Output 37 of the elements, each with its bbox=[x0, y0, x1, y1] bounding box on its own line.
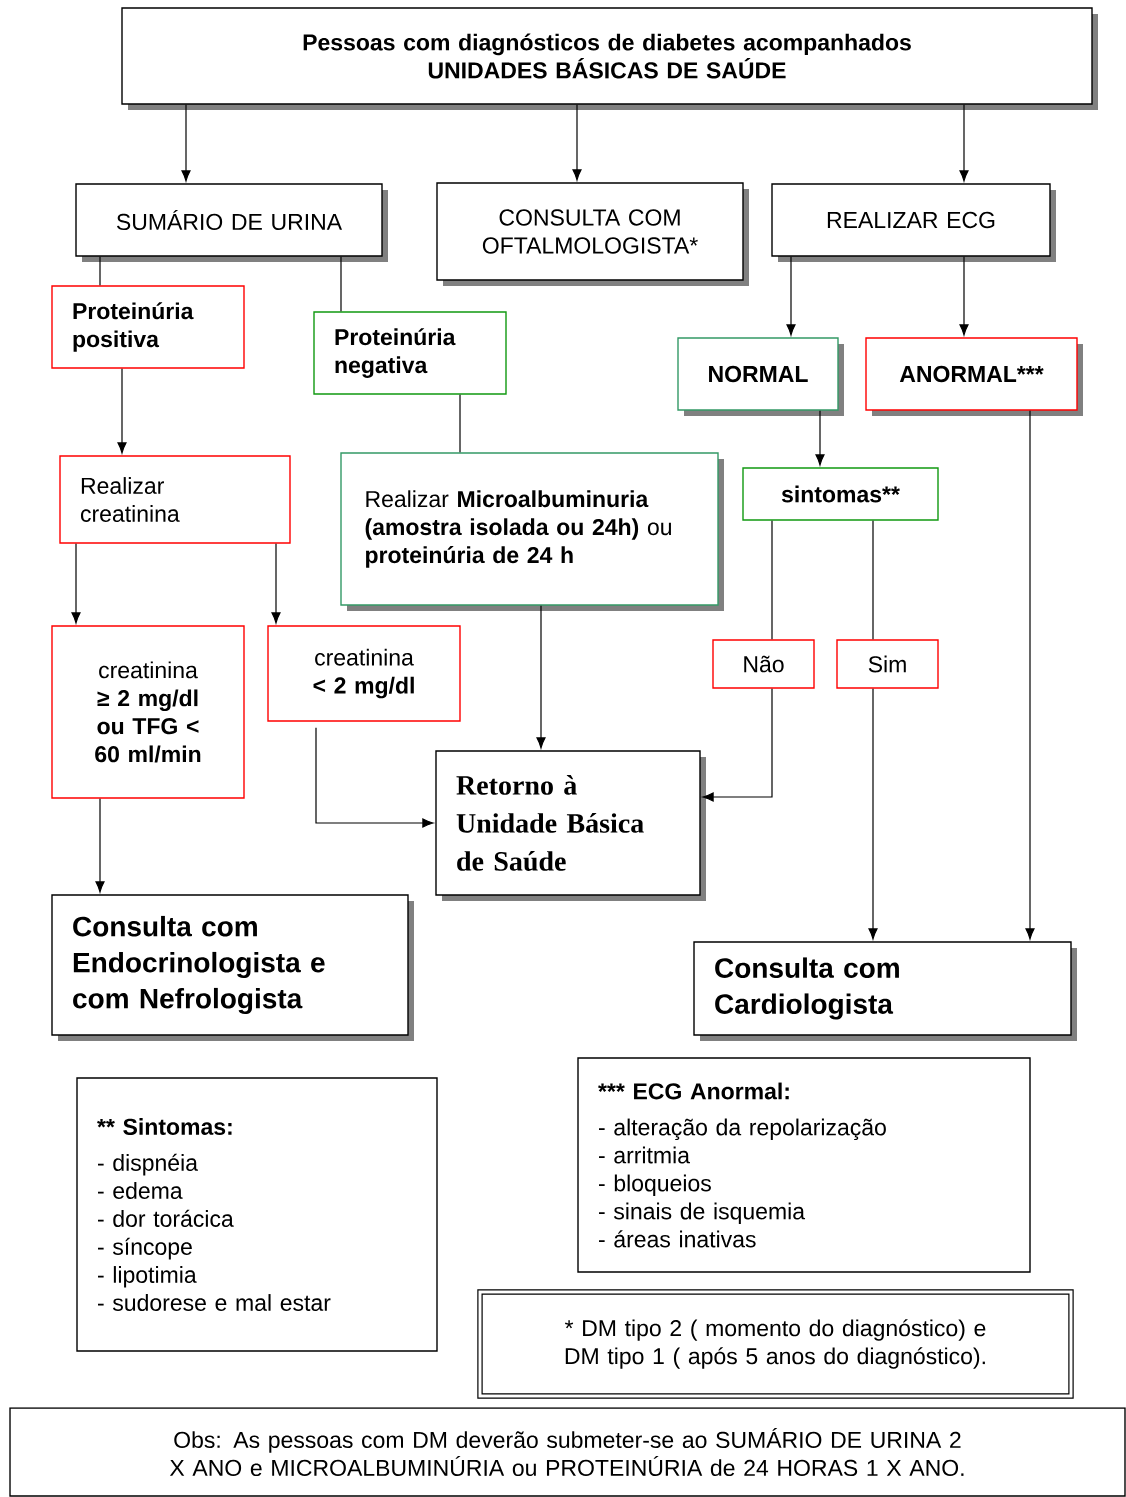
answer-box: Sim bbox=[836, 639, 939, 689]
process-box: SUMÁRIO DE URINA bbox=[75, 183, 388, 262]
arrow bbox=[1025, 410, 1035, 940]
note-box: ** Sintomas: - dispnéia - edema - dor torácica - síncope - lipotimia - sudorese e mal estar bbox=[76, 1077, 438, 1352]
title-box: Pessoas com diagnósticos de diabetes acompanhados UNIDADES BÁSICAS DE SAÚDE bbox=[121, 7, 1098, 110]
arrow bbox=[117, 368, 127, 454]
process-box: CONSULTA COM OFTALMOLOGISTA* bbox=[436, 182, 749, 286]
arrow bbox=[959, 104, 969, 182]
outcome-box: Retorno à Unidade Básica de Saúde bbox=[435, 750, 706, 901]
arrow bbox=[536, 605, 546, 749]
arrow bbox=[815, 410, 825, 466]
arrow bbox=[786, 256, 796, 336]
arrow bbox=[959, 256, 969, 336]
process-box: REALIZAR ECG bbox=[771, 183, 1056, 262]
obs-box: Obs: As pessoas com DM deverão submeter-se ao SUMÁRIO DE URINA 2 X ANO e MICROALBUMINÚRIA ou PROTEINÚRIA de 24 HORAS 1 X ANO. bbox=[9, 1407, 1126, 1497]
arrow bbox=[572, 104, 582, 181]
note-box: *** ECG Anormal: - alteração da repolarização - arritmia - bloqueios - sinais de isquemia - áreas inativas bbox=[577, 1057, 1031, 1273]
arrow bbox=[868, 688, 878, 940]
answer-box: Não bbox=[712, 639, 815, 689]
result-box: ANORMAL*** bbox=[865, 337, 1083, 416]
arrow bbox=[702, 688, 773, 802]
decision-box: sintomas** bbox=[742, 467, 939, 521]
outcome-box: Consulta com Cardiologista bbox=[693, 941, 1077, 1041]
result-box: Proteinúria positiva bbox=[51, 285, 245, 369]
process-box: Realizar Microalbuminuria (amostra isolada ou 24h) ou proteinúria de 24 h bbox=[340, 452, 724, 611]
process-box: Realizar creatinina bbox=[59, 455, 291, 544]
arrow bbox=[315, 727, 434, 828]
result-box: Proteinúria negativa bbox=[313, 311, 507, 395]
arrow bbox=[95, 798, 105, 893]
result-box: NORMAL bbox=[677, 337, 844, 416]
result-box: creatinina ≥ 2 mg/dl ou TFG < 60 ml/min bbox=[51, 625, 245, 799]
outcome-box: Consulta com Endocrinologista e com Nefrologista bbox=[51, 894, 414, 1041]
arrow bbox=[271, 543, 281, 624]
result-box: creatinina < 2 mg/dl bbox=[267, 625, 461, 722]
arrow bbox=[71, 543, 81, 624]
arrow bbox=[181, 104, 191, 182]
footnote-box: * DM tipo 2 ( momento do diagnóstico) e DM tipo 1 ( após 5 anos do diagnóstico). bbox=[477, 1289, 1074, 1399]
